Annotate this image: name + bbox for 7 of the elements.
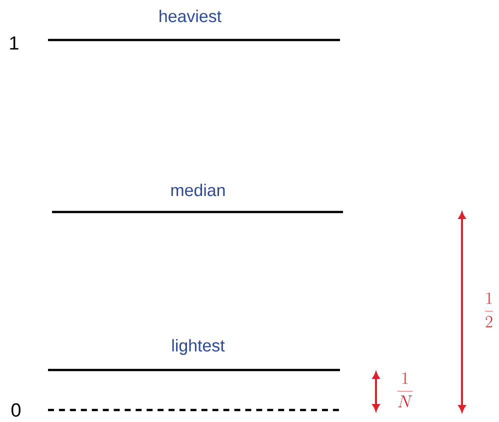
level-line: heaviest [48,10,340,42]
fraction-label: $\frac{1}{2}$ [485,292,493,328]
fraction-label: $\frac{1}{N}$ [397,372,413,408]
level-line: lightest [48,339,340,372]
level-line: median [52,184,343,214]
axis-label: 1 [10,36,18,50]
axis-label: 0 [11,403,21,417]
